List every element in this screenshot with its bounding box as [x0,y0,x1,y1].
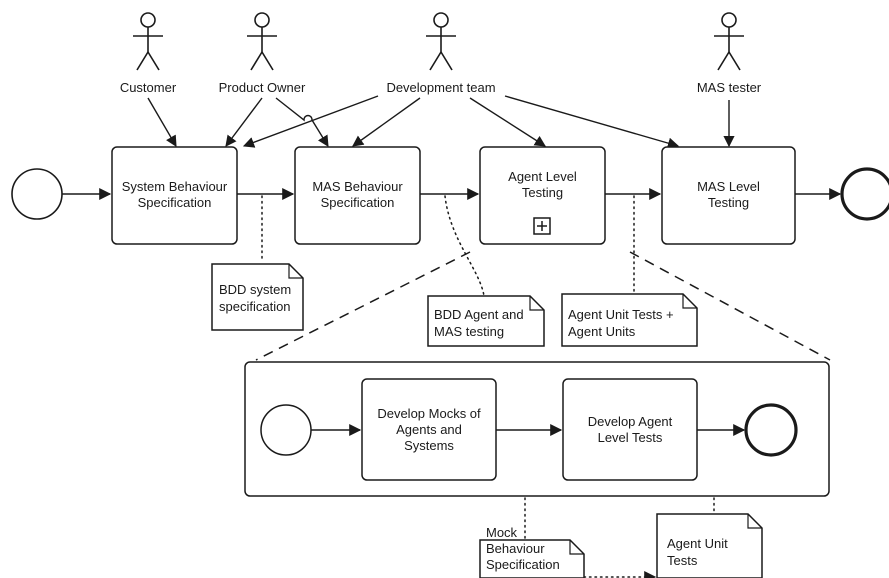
actor-customer-label: Customer [119,80,177,95]
task-mas-behaviour-specification [294,146,421,245]
artifact-bdd-system-specification-label: BDD system specification [219,282,292,314]
end-event [840,167,889,221]
artifact-agent-unit-tests [656,513,763,578]
devteam-to-mas-spec-arrow [352,97,421,147]
product-owner-to-mas-spec-arrow [275,97,329,147]
task-mas-level-testing [661,146,796,245]
task-agent-level-testing [479,146,606,245]
artifact-agent-unit-tests-label: Agent Unit Tests [667,536,728,568]
actor-mas-tester-figure [714,12,744,71]
product-owner-to-system-spec-arrow [225,97,263,147]
actor-development-team-label: Development team [386,80,496,95]
artifact-agent-unit-tests-and-units-label: Agent Unit Tests + Agent Units [568,307,674,339]
artifact-bdd-agent-and-mas-testing [427,295,545,347]
start-event [11,168,63,220]
actor-development-team-figure [426,12,456,71]
actor-associations [147,95,735,149]
task-develop-mocks-label: Develop Mocks of Agents and Systems [377,406,481,453]
task-agent-level-testing-label: Agent Level Testing [508,169,577,200]
devteam-to-system-spec-arrow [242,95,379,148]
actor-mas-tester-label: MAS tester [696,80,762,95]
actor-product-owner-figure [247,12,277,71]
devteam-to-agent-testing-arrow [469,97,546,147]
subprocess-end-event [744,403,798,457]
artifact-mock-behaviour-specification [479,539,585,578]
task-system-behaviour-specification-label: System Behaviour Specification [121,179,228,210]
task-mas-behaviour-specification-label: MAS Behaviour Specification [312,179,403,210]
artifact-bdd-system-specification [211,263,304,331]
artifact-mock-behaviour-specification-label: Mock Behaviour Specification [486,525,560,572]
actor-customer-figure [133,12,163,71]
subprocess-start-event [260,404,312,456]
actor-product-owner-label: Product Owner [218,80,306,95]
task-develop-agent-level-tests-label: Develop Agent Level Tests [587,414,673,445]
artifact-bdd-agent-and-mas-testing-label: BDD Agent and MAS testing [434,307,524,339]
artifact-agent-unit-tests-and-units [561,293,698,347]
task-mas-level-testing-label: MAS Level Testing [697,179,760,210]
subprocess-expansion-lines [255,251,831,361]
task-system-behaviour-specification [111,146,238,245]
devteam-to-mas-testing-arrow [504,95,680,149]
expanded-subprocess [244,361,830,497]
customer-to-system-spec-arrow [147,97,177,147]
